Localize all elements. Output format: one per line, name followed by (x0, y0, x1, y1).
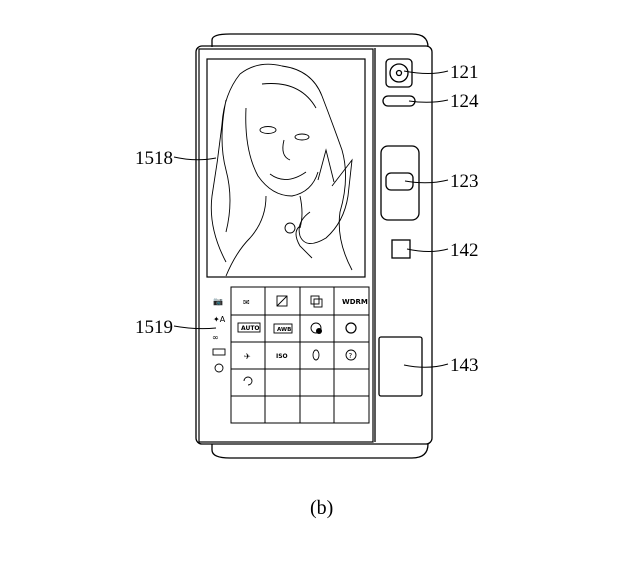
figure-caption: (b) (310, 497, 333, 519)
label-123: 123 (450, 171, 479, 192)
settings-left-icons: 📷 ✦A ∞ (212, 297, 226, 373)
label-124: 124 (450, 91, 479, 112)
awb-icon-box (273, 323, 293, 334)
effect-icon[interactable]: ✦A (213, 315, 226, 324)
iso-icon[interactable]: ISO (276, 353, 288, 360)
exposure-icon-slash (276, 295, 288, 307)
help-icon-mark: ? (349, 352, 353, 360)
label-143: 143 (450, 355, 479, 376)
left-eye (259, 126, 277, 134)
slider-thumb[interactable] (385, 172, 414, 191)
label-1518: 1518 (135, 148, 173, 169)
auto-icon-box (237, 322, 261, 333)
device-frame (195, 45, 433, 445)
help-icon[interactable] (345, 349, 357, 361)
overlay-icon-back (313, 298, 323, 308)
camera-lens-center (395, 69, 403, 77)
settings-grid-icons: ✉ WDRM AUTO AWB ✈ ISO ? (237, 295, 368, 386)
location-icon[interactable]: ✈ (244, 352, 251, 361)
label-1519: 1519 (135, 317, 173, 338)
timer-icon[interactable] (214, 363, 224, 373)
portrait-icon[interactable]: ✉ (243, 298, 250, 307)
face-outline (245, 83, 319, 197)
side-panel (378, 336, 423, 397)
leader-1519 (173, 325, 217, 330)
right-eye (294, 133, 310, 141)
ring (284, 222, 296, 234)
preview-frame (206, 58, 366, 278)
screen (198, 48, 374, 443)
auto-icon[interactable]: AUTO (241, 325, 260, 332)
mouth (269, 171, 307, 180)
leader-lines (173, 70, 449, 368)
device-bottom-edge (211, 443, 429, 459)
label-142: 142 (450, 240, 479, 261)
camera-lens-housing (385, 58, 413, 88)
link-icon[interactable]: ∞ (212, 333, 219, 342)
leader-123 (404, 179, 449, 184)
flash (382, 95, 416, 107)
wdr-icon[interactable]: WDRM (342, 298, 368, 306)
leader-1518 (173, 156, 217, 161)
screen-border (198, 48, 374, 443)
leader-124 (408, 99, 449, 103)
awb-icon[interactable]: AWB (277, 327, 291, 333)
nose (282, 139, 291, 161)
device (195, 33, 433, 459)
camera-icon[interactable]: 📷 (213, 297, 223, 306)
settings-panel (230, 286, 370, 424)
label-121: 121 (450, 62, 479, 83)
leader-142 (406, 248, 449, 252)
leader-143 (403, 363, 449, 368)
frame-icon[interactable] (212, 348, 226, 356)
rotate-icon[interactable] (243, 376, 253, 386)
reference-labels: 121 124 123 142 143 1518 1519 (135, 62, 479, 376)
hand (295, 148, 353, 259)
square-button[interactable] (391, 239, 411, 259)
overlay-icon[interactable] (310, 295, 320, 305)
shutter-icon[interactable] (312, 349, 320, 361)
scene-icon[interactable] (310, 322, 322, 334)
neck-shoulders (225, 195, 303, 277)
lens-icon[interactable] (345, 322, 357, 334)
side-controls (378, 58, 423, 397)
camera-lens (389, 63, 409, 83)
exposure-icon[interactable] (276, 295, 288, 307)
hair-outline (210, 63, 353, 271)
scene-icon-badge (316, 328, 322, 334)
leader-121 (403, 70, 449, 74)
device-top-edge (211, 33, 429, 48)
preview-image (206, 58, 366, 278)
